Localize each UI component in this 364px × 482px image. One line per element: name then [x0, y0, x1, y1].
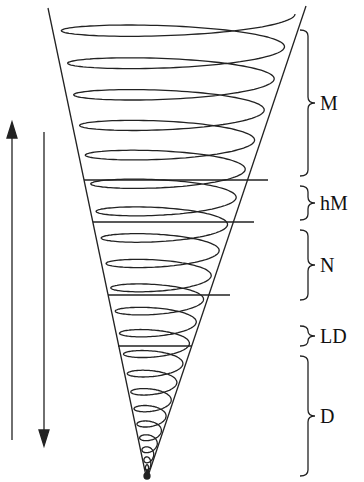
band-label: D: [320, 406, 334, 426]
band-divider: [118, 345, 192, 346]
band-divider: [108, 294, 230, 295]
band-divider: [93, 221, 254, 222]
band-label: hM: [320, 193, 348, 213]
band-label: LD: [320, 326, 347, 346]
down-arrowhead: [39, 430, 49, 446]
band-label: M: [320, 93, 338, 113]
spiral-line: [61, 14, 295, 476]
apex-dot: [144, 473, 150, 479]
curly-brackets: [300, 30, 315, 476]
up-arrow: [11, 128, 12, 440]
up-arrowhead: [7, 122, 17, 138]
band-label: N: [320, 255, 334, 275]
down-arrow: [43, 132, 44, 440]
